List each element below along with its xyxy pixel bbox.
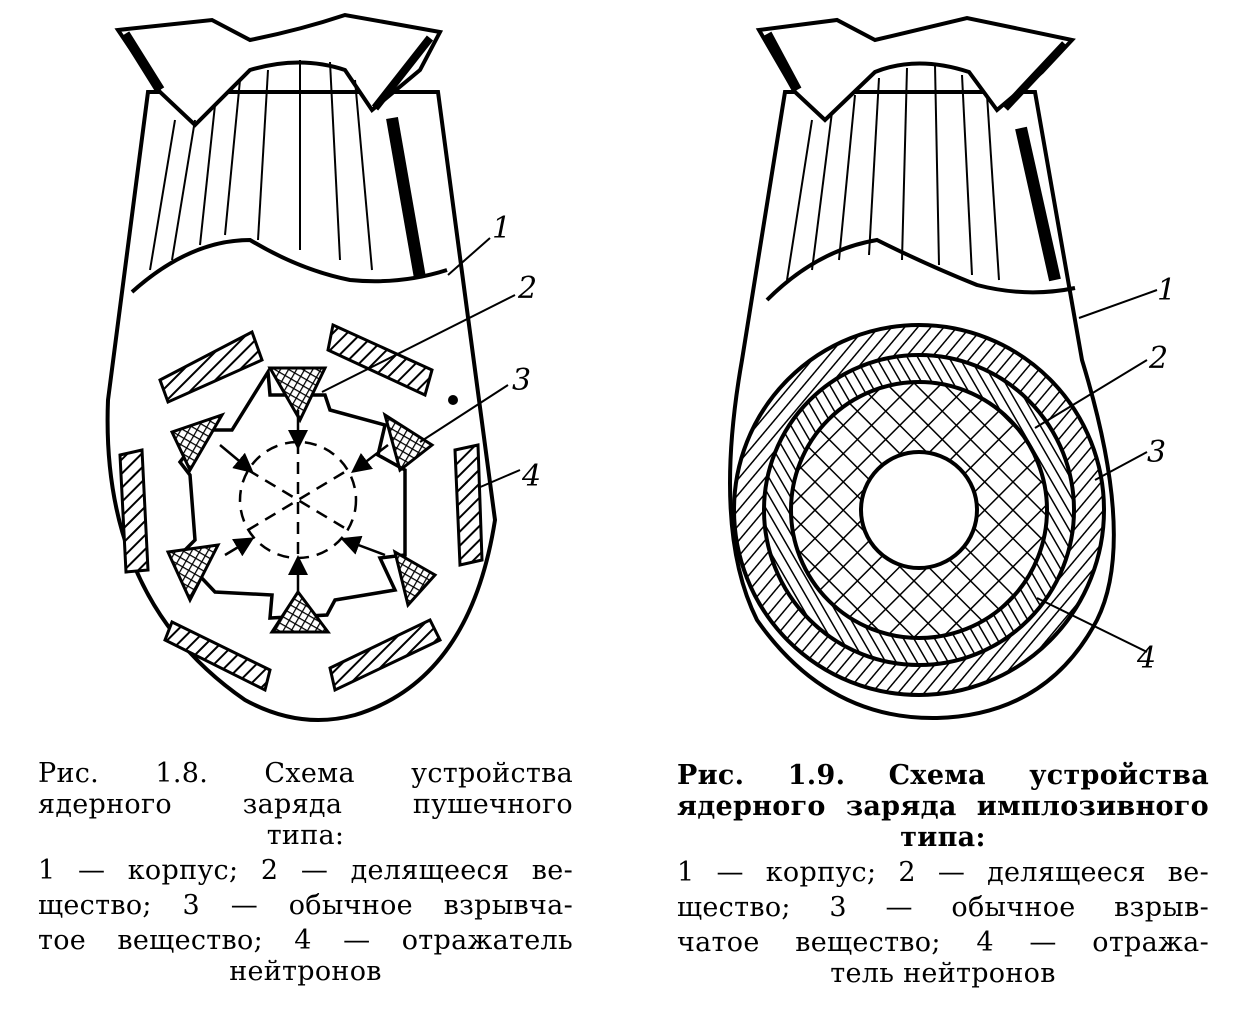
arrows [219, 410, 389, 595]
caption-title-end: типа: [900, 822, 986, 853]
callout-1: 1 [1157, 273, 1176, 308]
callout-1: 1 [492, 211, 511, 246]
tail-streaks [149, 60, 373, 271]
caption-legend-end: нейтронов [229, 956, 382, 987]
caption-title-line: Рис. 1.8. Схема устройства [38, 758, 573, 789]
figure-1-9: 1 2 3 4 Рис. 1.9. Схема устройства ядерн… [617, 0, 1235, 1033]
caption-legend-line: тое вещество; 4 — отражатель [38, 925, 573, 956]
tail-streaks [786, 64, 1000, 281]
section-line [130, 237, 448, 294]
caption-legend-line: щество; 3 — обычное взрывча- [38, 890, 573, 921]
caption-legend-line: 1 — корпус; 2 — делящееся ве- [38, 855, 573, 886]
callout-4: 4 [1136, 641, 1156, 676]
figure-1-8: 1 2 3 4 Рис. 1.8. Схема устройства ядерн… [0, 0, 617, 1033]
figure-caption: Рис. 1.8. Схема устройства ядерного заря… [38, 758, 573, 987]
gun-type-diagram: 1 2 3 4 [105, 12, 541, 722]
explosive-star [177, 366, 407, 620]
leader-lines [1034, 289, 1158, 653]
callout-2: 2 [1148, 341, 1168, 376]
reflector-segments [118, 322, 484, 693]
caption-legend-line: щество; 3 — обычное взрыв- [677, 892, 1209, 923]
caption-title-line: ядерного заряда пушечного [38, 789, 573, 820]
caption-legend-line: чатое вещество; 4 — отража- [677, 927, 1209, 958]
callout-4: 4 [521, 459, 541, 494]
callout-2: 2 [517, 271, 537, 306]
callout-3: 3 [512, 363, 531, 398]
implosion-diagram: 1 2 3 4 [728, 15, 1176, 721]
caption-title-line: Рис. 1.9. Схема устройства [677, 760, 1209, 791]
fissile-wedges [165, 366, 438, 634]
section-line [765, 237, 1076, 302]
caption-title-end: типа: [266, 820, 345, 851]
figure-caption: Рис. 1.9. Схема устройства ядерного заря… [677, 760, 1209, 989]
caption-legend-end: тель нейтронов [830, 958, 1056, 989]
caption-legend-line: 1 — корпус; 2 — делящееся ве- [677, 857, 1209, 888]
callout-3: 3 [1147, 435, 1166, 470]
leader-lines [321, 237, 521, 489]
hollow-center [859, 450, 979, 570]
tail-fin [114, 12, 444, 128]
caption-title-line: ядерного заряда имплозивного [677, 791, 1209, 822]
